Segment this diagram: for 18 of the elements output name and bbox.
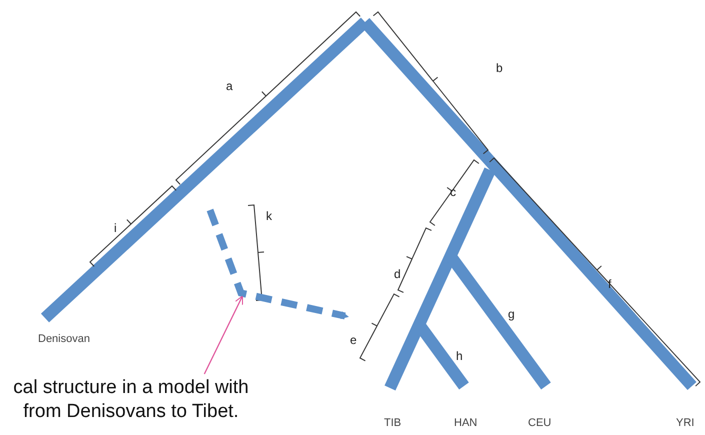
branch-label: k [266, 210, 272, 222]
branch-label: f [608, 278, 612, 290]
population-label: YRI [676, 418, 694, 429]
caption-text: cal structure in a model with from Denisovans to Tibet. [0, 376, 262, 424]
branch-label: c [450, 186, 456, 198]
population-label: TIB [384, 418, 402, 429]
branch-label: d [394, 268, 401, 280]
branch-label: i [114, 222, 117, 234]
branch-label: h [456, 350, 463, 362]
population-label: Denisovan [38, 334, 90, 345]
population-label: HAN [454, 418, 478, 429]
dashed-migration-arrow [206, 208, 349, 320]
branch-label: a [226, 80, 233, 92]
population-label: CEU [528, 418, 552, 429]
leader-line [204, 296, 244, 374]
branch-label: b [496, 62, 503, 74]
branch-label: g [508, 308, 515, 320]
branch-label: e [350, 334, 357, 346]
